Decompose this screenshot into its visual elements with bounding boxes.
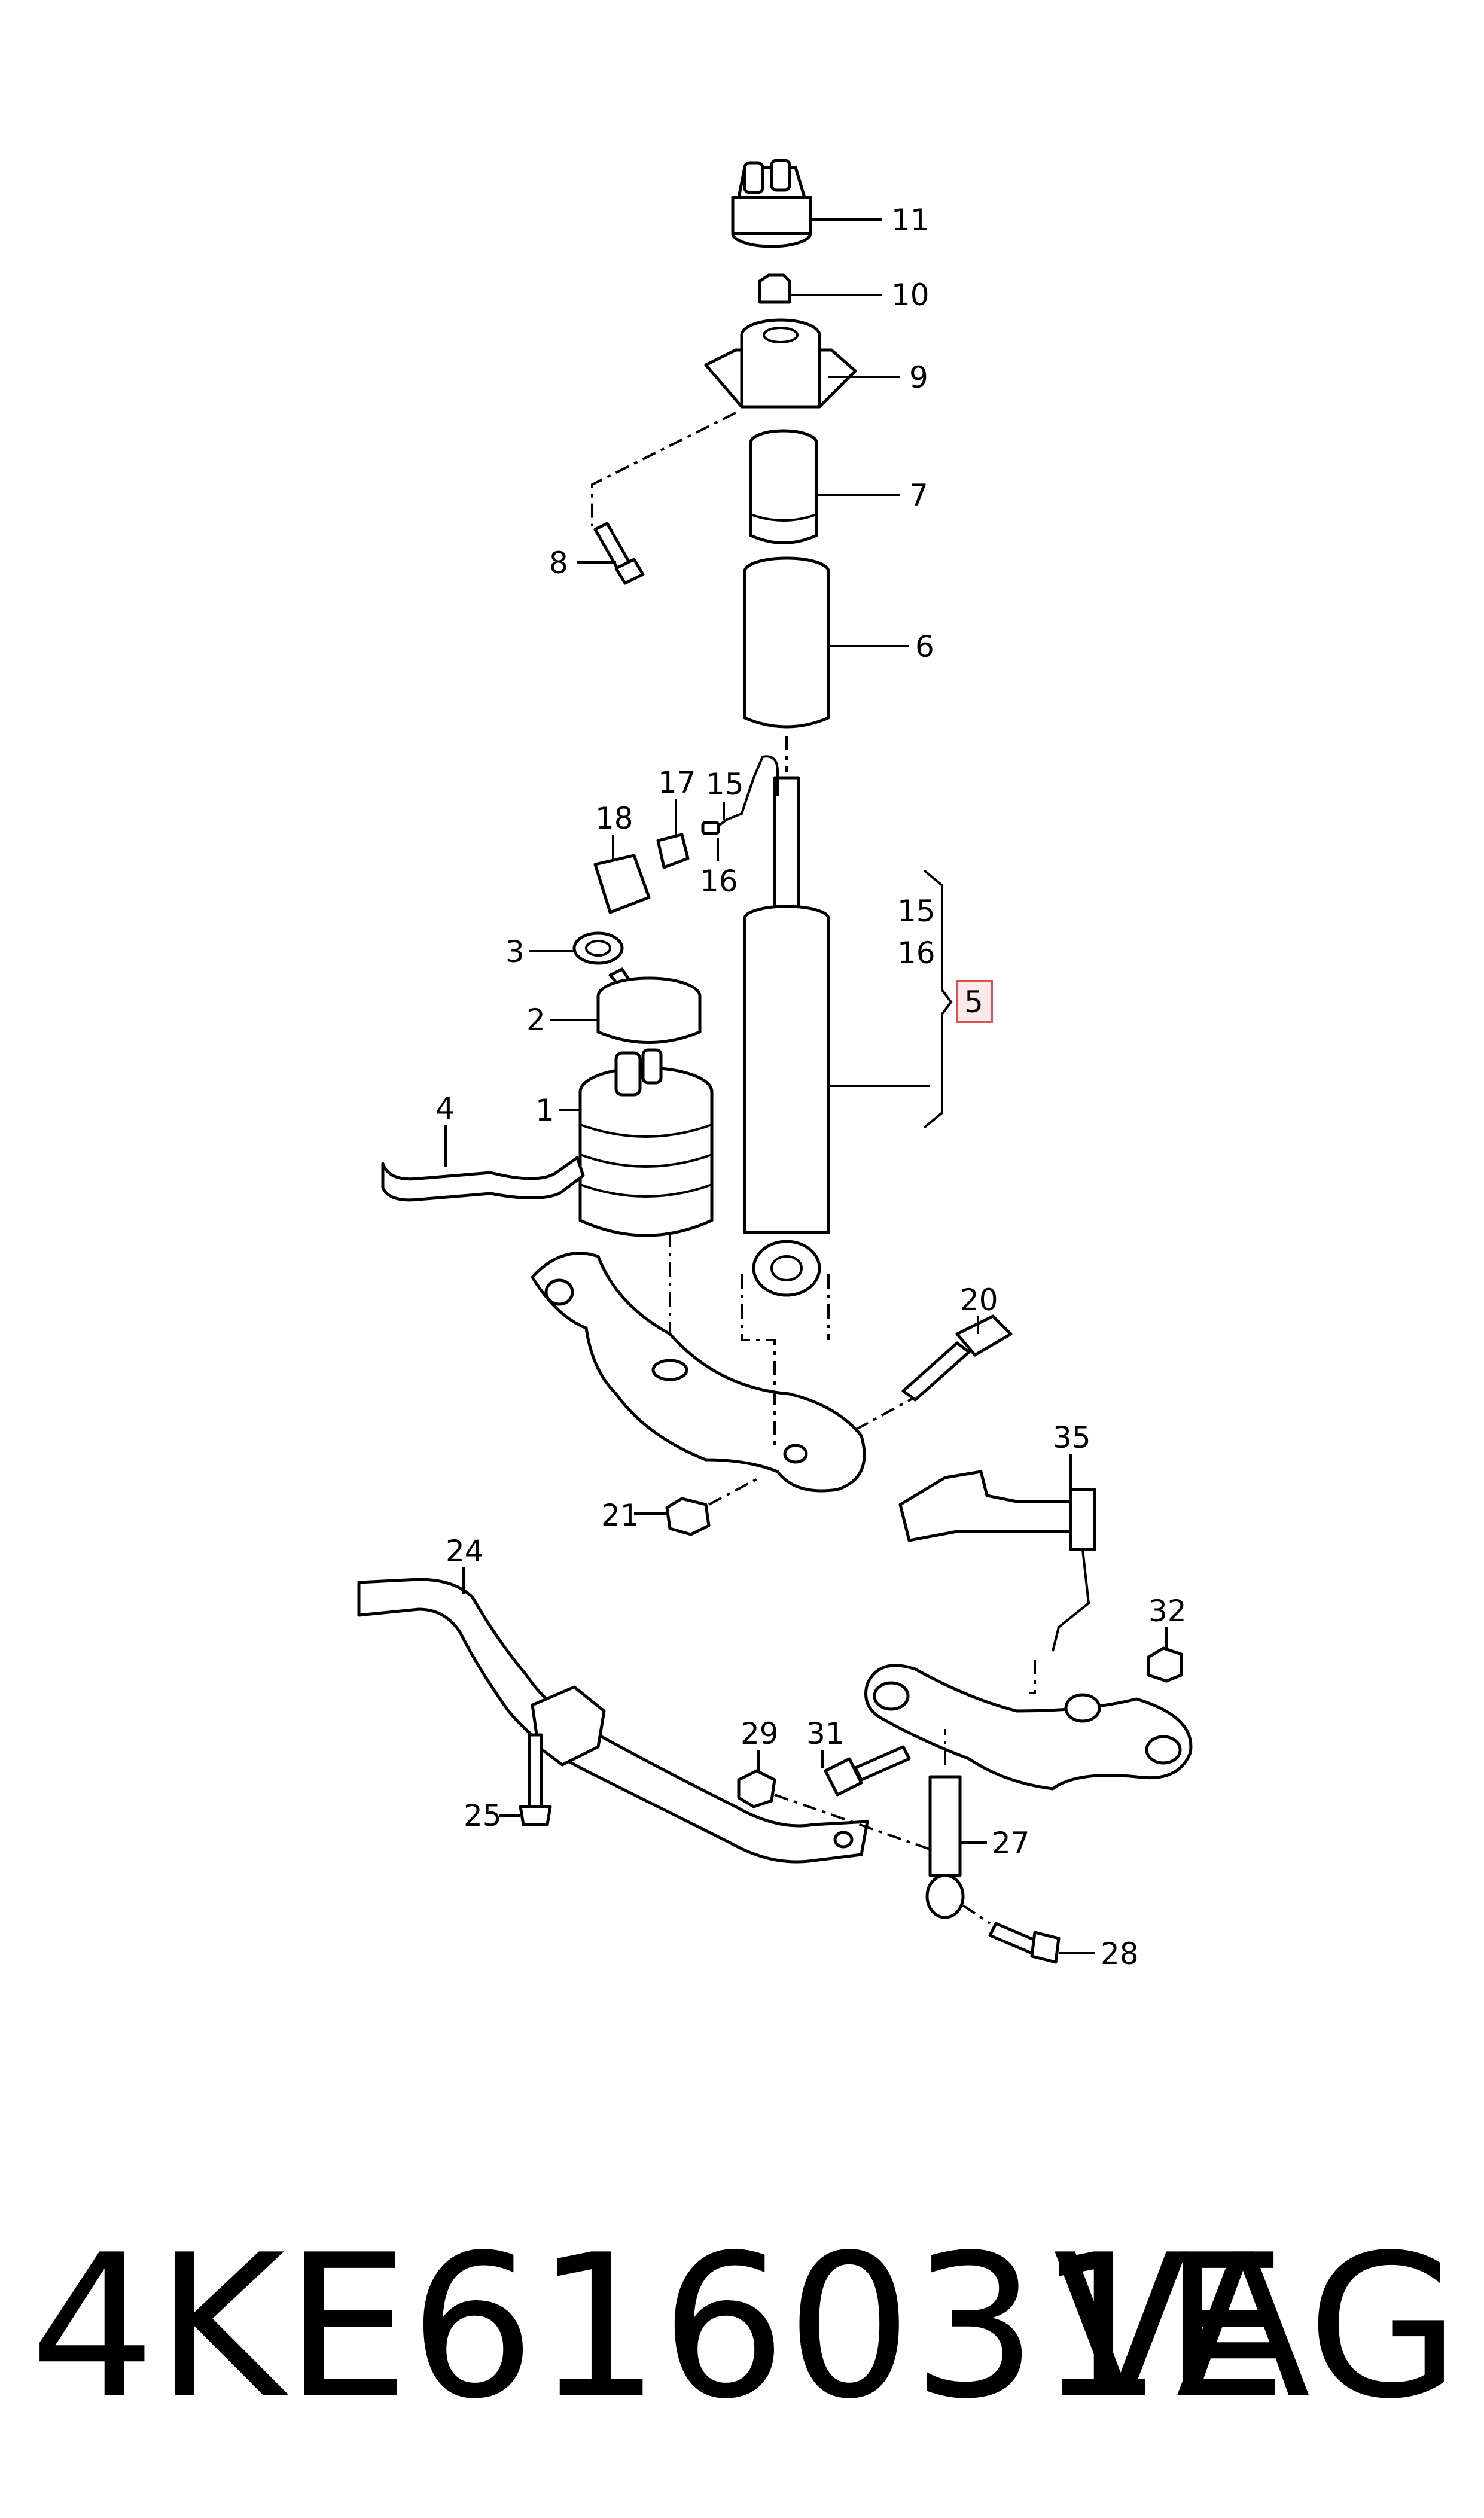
callout-24: 24 [446,1534,484,1569]
callout-32: 32 [1148,1594,1187,1628]
part-35-level-sensor[interactable] [898,1454,1096,1652]
callout-5-box [956,980,993,1023]
callout-15-group: 15 [897,894,936,928]
callout-9: 9 [909,360,928,395]
part-10-nut[interactable] [758,273,882,304]
callout-5: 5 [964,985,983,1019]
callout-17: 17 [658,765,696,800]
part-8-bolt[interactable] [577,522,645,585]
part-29-nut[interactable] [737,1750,946,1856]
part-2-air-spring-cap[interactable] [550,967,702,1044]
part-5-shock-absorber[interactable] [743,776,930,1297]
callout-21: 21 [601,1498,639,1533]
callout-11: 11 [891,203,930,238]
part-3-seal-ring[interactable] [529,931,624,965]
callout-31: 31 [806,1716,845,1751]
callout-28: 28 [1101,1937,1139,1971]
part-9-top-mount[interactable] [704,318,900,409]
footer: 4KE616031E VAG [0,2202,1484,2453]
part-28-bolt[interactable] [962,1904,1095,1964]
part-15-16-wire[interactable] [701,755,779,861]
callout-1: 1 [535,1093,554,1128]
callout-15-wire: 15 [706,767,744,802]
upper-control-arm [864,1664,1193,1791]
part-11-cap[interactable] [731,159,882,248]
part-17-plug[interactable] [656,799,690,869]
part-1-air-spring[interactable] [559,1048,714,1237]
callout-18: 18 [595,801,633,836]
callout-7: 7 [909,478,928,513]
callout-29: 29 [741,1716,779,1751]
callout-2: 2 [526,1003,546,1037]
lower-control-arm [531,1252,866,1493]
part-32-nut[interactable] [1147,1627,1183,1683]
callout-27: 27 [992,1826,1030,1861]
part-21-nut[interactable] [634,1476,760,1536]
callout-3: 3 [505,934,525,969]
callout-35: 35 [1053,1420,1091,1455]
callout-16-wire: 16 [700,864,738,899]
part-7-bump-stop[interactable] [749,429,900,544]
callout-6: 6 [915,629,934,664]
part-number: 4KE616031E [30,2212,1288,2442]
exploded-parts-diagram: 11 10 9 7 8 6 15 17 18 16 15 16 5 3 2 4 … [357,159,1193,1971]
callout-10: 10 [891,278,930,312]
part-4-air-line[interactable] [381,1125,585,1202]
callout-8: 8 [549,546,568,580]
callout-4: 4 [435,1091,455,1126]
callout-16-group: 16 [897,936,936,970]
brand-name: VAG [1053,2212,1460,2442]
part-6-sleeve[interactable] [743,556,909,729]
part-31-bolt[interactable] [821,1745,911,1797]
part-18-connector[interactable] [593,835,651,914]
part-20-bolt[interactable] [901,1314,1013,1402]
part-24-stabilizer-bar[interactable] [357,1567,869,1864]
part-27-coupling-rod[interactable] [925,1729,987,1919]
callout-25: 25 [464,1798,502,1833]
callout-20: 20 [960,1283,998,1317]
part-25-bolt[interactable] [499,1733,552,1826]
